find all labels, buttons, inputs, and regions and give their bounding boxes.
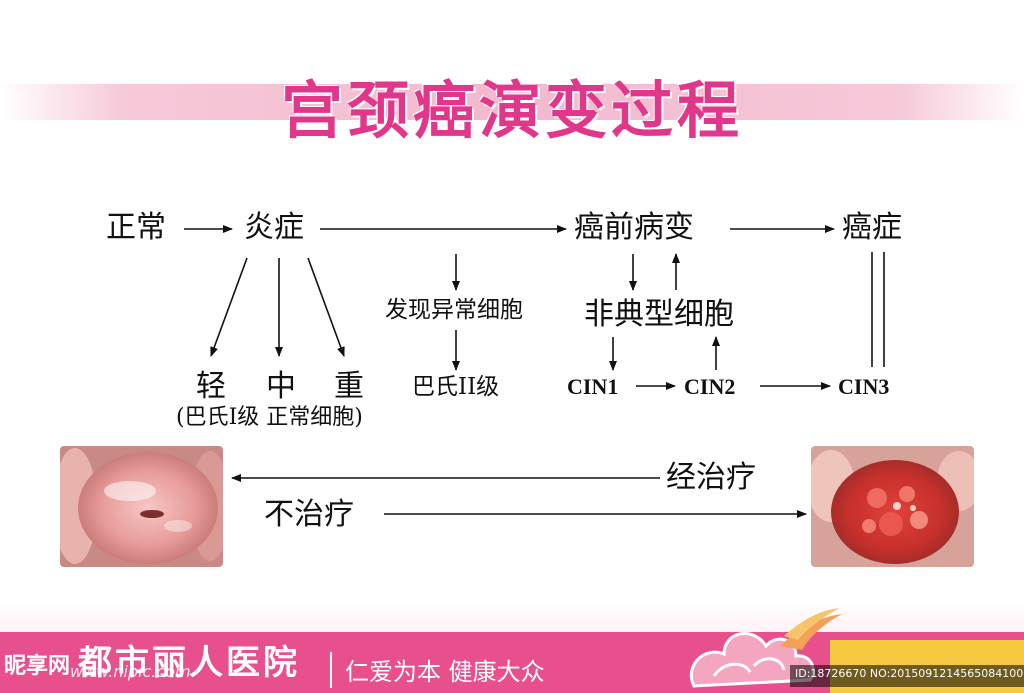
- node-mild: 轻: [196, 369, 226, 404]
- node-cin1: CIN1: [567, 374, 619, 399]
- footer-divider: [330, 652, 332, 688]
- watermark-url: www.nipic.com: [70, 662, 191, 681]
- cancerous-cervix-photo: [811, 446, 974, 567]
- image-id-bar: [790, 665, 1024, 687]
- page-title: 宫颈癌演变过程: [280, 74, 743, 147]
- footer-fade: [0, 600, 1024, 632]
- node-pap2: 巴氏II级: [412, 374, 500, 400]
- node-cin2: CIN2: [684, 374, 736, 399]
- title-band: [0, 84, 1024, 120]
- node-atypical-cells: 非典型细胞: [584, 297, 734, 332]
- hospital-name: 都市丽人医院: [78, 643, 300, 683]
- watermark-logo: 昵享网: [4, 654, 71, 679]
- pap-note: (巴氏I级 正常细胞): [176, 405, 363, 430]
- node-cancer: 癌症: [842, 210, 902, 245]
- label-treated: 经治疗: [666, 460, 756, 495]
- node-moderate: 中: [266, 369, 296, 404]
- arrow-to-severe: [307, 257, 345, 357]
- node-precancer: 癌前病变: [574, 210, 694, 245]
- label-untreated: 不治疗: [264, 497, 354, 532]
- node-abnormal-cells: 发现异常细胞: [385, 297, 523, 323]
- arrow-to-mild: [210, 257, 248, 357]
- image-id-text: ID:18726670 NO:20150912145650841000: [795, 667, 1024, 680]
- node-severe: 重: [334, 369, 364, 404]
- node-normal: 正常: [106, 210, 166, 245]
- hospital-slogan: 仁爱为本 健康大众: [345, 658, 545, 686]
- cloud-logo-icon: [689, 608, 842, 688]
- node-cin3: CIN3: [838, 374, 890, 399]
- healthy-cervix-photo: [60, 446, 223, 567]
- node-inflammation: 炎症: [244, 210, 304, 245]
